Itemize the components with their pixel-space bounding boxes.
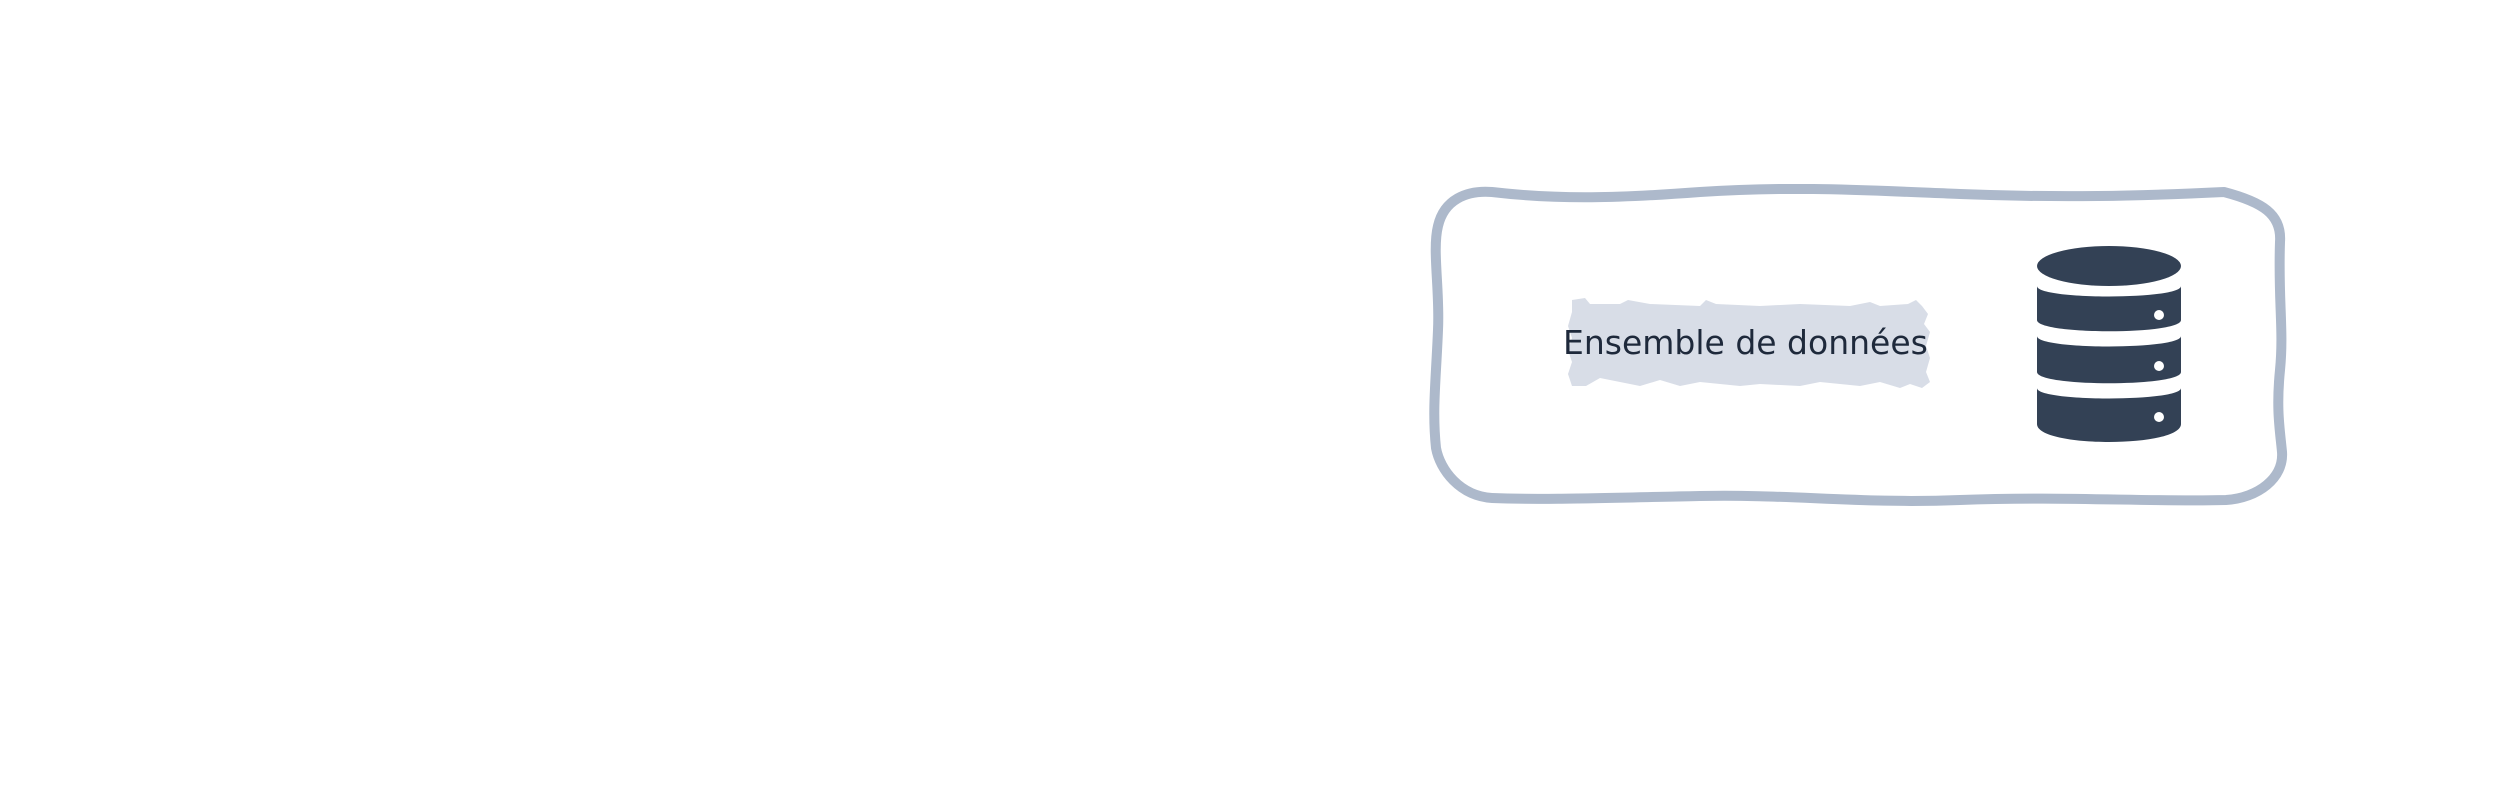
database-icon [2037, 246, 2181, 442]
node-label: Ensemble de données [1563, 323, 1928, 362]
label-highlight [1568, 298, 1930, 388]
